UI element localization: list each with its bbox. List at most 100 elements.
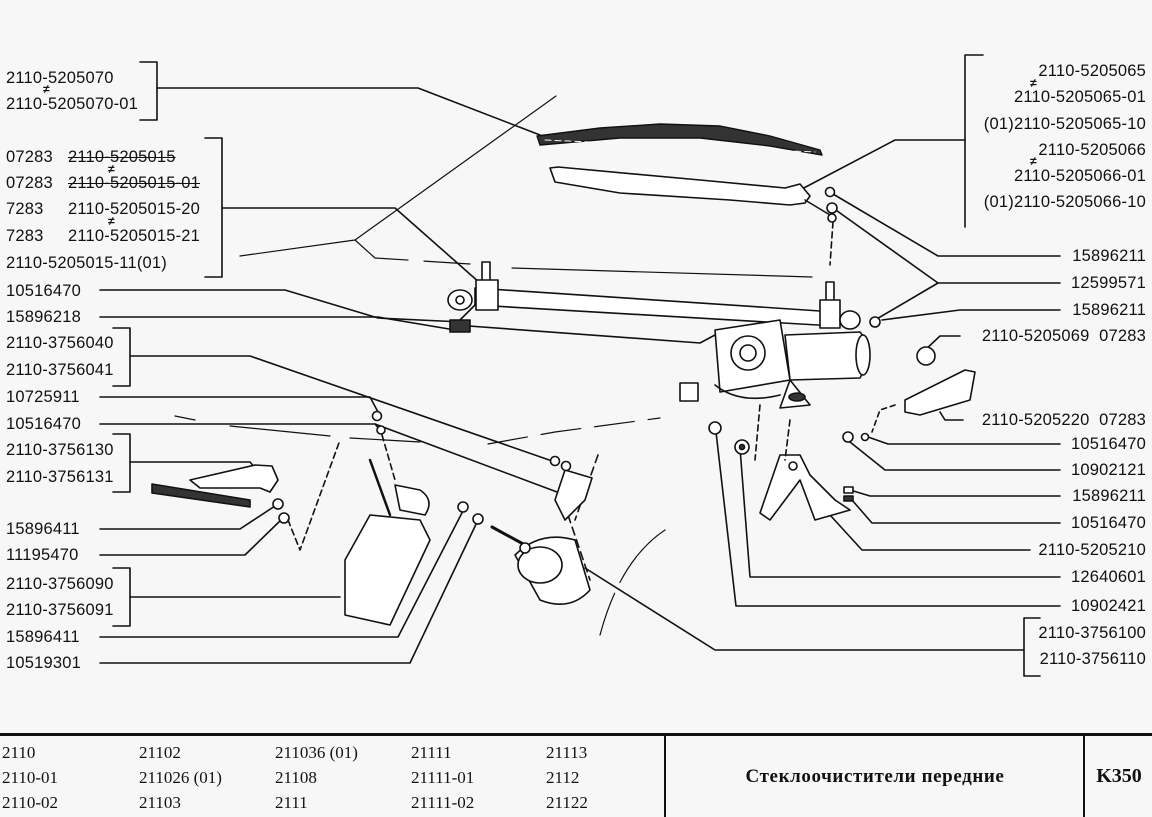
part-label: 15896211 (1072, 247, 1146, 265)
part-label: 11195470 (6, 546, 79, 564)
part-label: 2110-3756091 (6, 601, 114, 619)
part-label: 2110-5205066 (1038, 141, 1146, 159)
not-equal-icon: ≠ (1030, 154, 1037, 168)
model-item: 21111-02 (411, 793, 475, 812)
part-label: 15896211 (1072, 487, 1146, 505)
exploded-parts-drawing (99, 54, 1061, 677)
model-item: 2110-02 (2, 793, 59, 812)
part-label-blade-1: 2110-5205070 (6, 69, 114, 87)
part-prefix: 07283 (6, 148, 53, 166)
part-label: 15896411 (6, 628, 80, 646)
part-label: 12599571 (1070, 274, 1146, 292)
linkage-frame (474, 287, 836, 327)
leader-r11 (739, 447, 1061, 578)
part-label: 15896218 (6, 308, 82, 326)
part-label: 12640601 (1070, 568, 1146, 586)
part-label-linkage: 2110-5205015-11(01) (6, 254, 167, 272)
leader-linkage (221, 207, 481, 284)
part-label: 15896211 (1072, 301, 1146, 319)
part-label: (01)2110-5205066-10 (983, 193, 1146, 211)
leader-l11 (99, 519, 479, 664)
part-label: 10519301 (6, 654, 82, 672)
model-item: 2111 (275, 793, 308, 812)
leader-r2b (874, 282, 939, 321)
model-item: 2112 (546, 768, 580, 787)
part-label: 2110-5205065-01 (1013, 88, 1146, 106)
divider (664, 736, 666, 817)
model-item: 21108 (275, 768, 317, 787)
part-label-linkage: 2110-5205015-20 (68, 200, 201, 218)
leader-l4 (99, 396, 379, 413)
model-item: 21102 (139, 743, 181, 762)
part-label-linkage: 2110-5205015-21 (68, 227, 201, 245)
part-label: 2110-3756110 (1039, 650, 1146, 668)
divider (1083, 736, 1085, 817)
leader-r9 (851, 499, 1061, 524)
leader-arm (799, 139, 966, 191)
leader-r8 (849, 489, 1061, 497)
bracket-g9 (112, 567, 131, 627)
part-label: 2110-3756041 (6, 361, 114, 379)
part-label: 2110-5205220 07283 (981, 411, 1146, 429)
part-label-blade-2: 2110-5205070-01 (6, 95, 139, 113)
bracket-blade (139, 61, 158, 121)
not-equal-icon: ≠ (1030, 76, 1037, 90)
model-item: 211026 (01) (139, 768, 222, 787)
leader-l8 (99, 517, 284, 556)
model-item: 21111 (411, 743, 452, 762)
rear-wiper-arm (189, 464, 279, 493)
model-list: 2110 2110-01 2110-02 21102 211026 (01) 2… (0, 736, 664, 817)
part-label: (01)2110-5205065-10 (983, 115, 1146, 133)
part-label: 10902121 (1070, 461, 1146, 479)
bracket-motor (1023, 617, 1041, 677)
not-equal-icon: ≠ (43, 82, 50, 96)
part-label: 2110-5205210 (1038, 541, 1146, 559)
diagram-code: K350 (1096, 765, 1142, 787)
title-block: 2110 2110-01 2110-02 21102 211026 (01) 2… (0, 733, 1152, 817)
part-label: 10902421 (1070, 597, 1146, 615)
part-label-linkage-struck: 2110-5205015 (68, 148, 176, 166)
part-prefix: 7283 (6, 227, 44, 245)
leader-blade (156, 87, 541, 136)
leader-r12 (715, 431, 1061, 607)
part-label: 10516470 (1070, 514, 1146, 532)
model-item: 21122 (546, 793, 588, 812)
part-label-linkage-struck: 2110-5205015-01 (68, 174, 201, 192)
leader-r5 (939, 411, 964, 421)
part-label: 2110-5205065 (1038, 62, 1146, 80)
lower-bracket (759, 454, 851, 521)
model-item: 21113 (546, 743, 588, 762)
part-prefix: 07283 (6, 174, 53, 192)
diagram-title: Стеклоочистители передние (745, 765, 1005, 787)
leader-l1 (99, 289, 463, 323)
bracket-arm (964, 54, 984, 228)
leader-r6 (867, 436, 1061, 445)
part-label: 2110-3756130 (6, 441, 114, 459)
part-label: 15896411 (6, 520, 80, 538)
part-label: 10516470 (6, 415, 82, 433)
leader-r3 (881, 309, 1061, 321)
part-label: 2110-3756100 (1038, 624, 1146, 642)
leader-l7 (99, 503, 279, 530)
part-label: 2110-3756090 (6, 575, 114, 593)
bracket-g3 (112, 327, 131, 387)
part-label: 2110-5205066-01 (1013, 167, 1146, 185)
not-equal-icon: ≠ (108, 162, 115, 176)
leader-g3 (129, 355, 556, 463)
part-label: 2110-5205069 07283 (981, 327, 1146, 345)
wiper-blade-shape (536, 123, 823, 156)
rear-motor (344, 514, 431, 626)
part-label: 10516470 (1070, 435, 1146, 453)
not-equal-icon: ≠ (108, 214, 115, 228)
part-label: 10516470 (6, 282, 82, 300)
wiper-arm-shape (549, 166, 811, 206)
model-item: 21111-01 (411, 768, 475, 787)
leader-r1 (832, 193, 1061, 257)
leader-l5b (374, 423, 558, 493)
part-label: 2110-3756131 (6, 468, 114, 486)
leader-motor (584, 567, 1025, 651)
model-item: 21103 (139, 793, 181, 812)
model-item: 2110-01 (2, 768, 59, 787)
part-label: 10725911 (6, 388, 80, 406)
model-item: 2110 (2, 743, 36, 762)
